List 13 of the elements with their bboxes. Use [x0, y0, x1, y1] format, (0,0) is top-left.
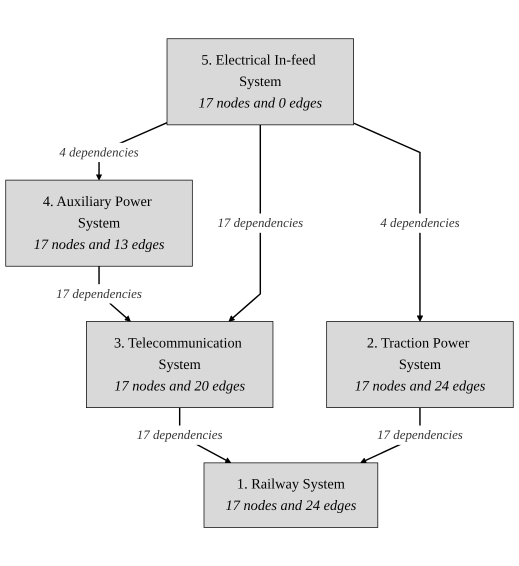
- edge-label: 4 dependencies: [59, 144, 139, 160]
- node-box: 2. Traction Power System 17 nodes and 24 edges: [326, 321, 514, 408]
- edge-label: 17 dependencies: [377, 428, 463, 442]
- node-box: 3. Telecommunication System 17 nodes and 20 edges: [86, 321, 274, 408]
- arrow: [228, 124, 262, 322]
- node-box: 4. Auxiliary Power System 17 nodes and 13 edges: [5, 180, 193, 266]
- node-box: 1. Railway System 17 nodes and 24 edges: [204, 462, 378, 528]
- edge-label: 17 dependencies: [136, 428, 223, 442]
- edge-label: 17 dependencies: [217, 216, 304, 230]
- edge-label: 4 dependencies: [380, 216, 460, 230]
- arrow: [353, 122, 424, 322]
- node-box: 5. Electrical In-feed System 17 nodes and 0 edges: [166, 38, 354, 126]
- edge-label: 17 dependencies: [56, 286, 142, 301]
